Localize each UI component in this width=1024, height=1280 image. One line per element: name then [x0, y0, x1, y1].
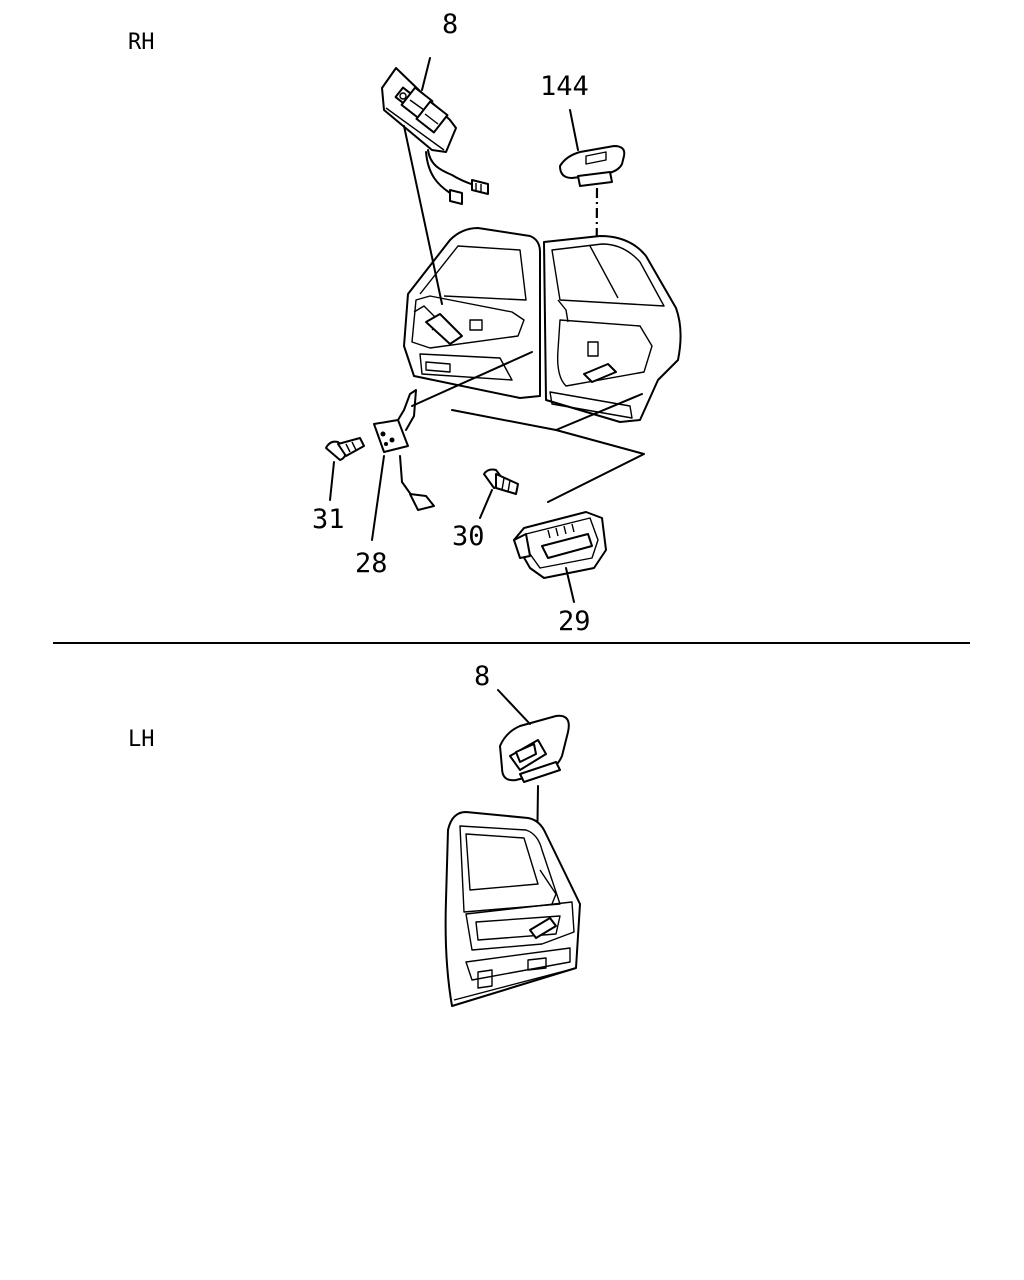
- callout-8-rh: 8: [442, 9, 458, 40]
- leader-8-lh: [497, 689, 531, 725]
- callout-31: 31: [312, 504, 345, 535]
- leader-144: [569, 109, 579, 151]
- vehicle-doors: [403, 227, 682, 423]
- switch-bracket: [373, 389, 435, 511]
- leader-28: [371, 455, 385, 541]
- leader-30: [479, 489, 493, 519]
- explode-line-floor-2: [547, 429, 645, 503]
- callout-30: 30: [452, 521, 485, 552]
- callout-28: 28: [355, 548, 388, 579]
- rear-door-switch: [559, 145, 626, 187]
- screw-30: [483, 468, 519, 495]
- leader-master-to-door: [403, 125, 443, 305]
- rh-master-switch: [381, 67, 489, 205]
- callout-144: 144: [540, 71, 589, 102]
- leader-29: [565, 567, 575, 603]
- rh-section-label: RH: [128, 30, 155, 55]
- lh-section-label: LH: [128, 727, 155, 752]
- explode-line-bracket: [411, 351, 533, 407]
- lh-window-switch: [499, 714, 570, 783]
- lh-front-door: [444, 811, 581, 1007]
- leader-8-rh: [421, 57, 431, 91]
- callout-29: 29: [558, 606, 591, 637]
- callout-8-lh: 8: [474, 661, 490, 692]
- leader-31: [329, 461, 335, 501]
- screw-31: [325, 437, 365, 461]
- switch-bezel: [513, 511, 607, 579]
